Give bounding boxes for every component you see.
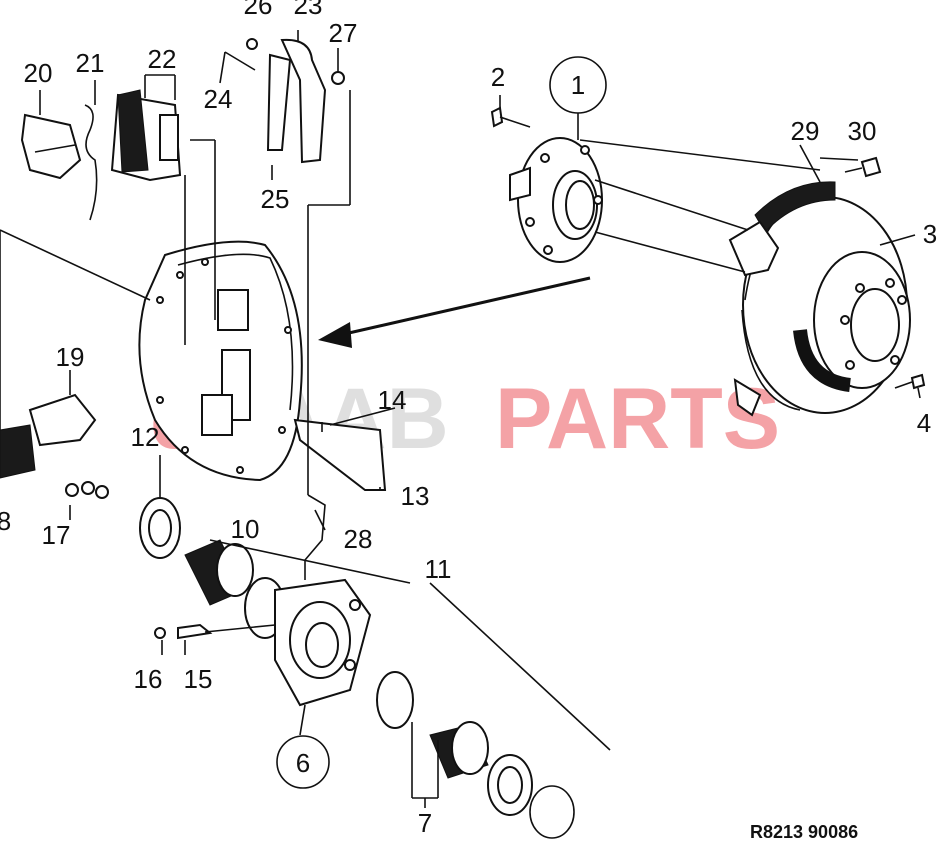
callout-label: 26	[244, 0, 273, 20]
callout-label: 8	[0, 506, 11, 536]
callout-label: 16	[134, 664, 163, 694]
watermark-suffix: PARTS	[495, 371, 780, 467]
sensor-part	[154, 623, 213, 640]
callout-label: 13	[401, 481, 430, 511]
callout-label: 30	[848, 116, 877, 146]
caliper-bolt-part	[844, 156, 882, 178]
inner-bearing-part	[429, 721, 489, 779]
wheel-hub-part	[509, 137, 603, 263]
assembly-line	[594, 179, 749, 231]
callout-label: 7	[418, 808, 432, 838]
circlip-part	[529, 785, 575, 839]
callout-label: 14	[378, 385, 407, 415]
bearing-ring-part	[139, 497, 181, 559]
brake-pads-part	[110, 89, 182, 182]
reference-code: R8213 90086	[750, 822, 858, 842]
callout-label: 10	[231, 514, 260, 544]
hub-carrier-part	[274, 578, 372, 707]
callout-label: 28	[344, 524, 373, 554]
callout-label: 3	[923, 219, 937, 249]
brake-pipe-part	[304, 494, 326, 580]
callout-label: 22	[148, 44, 177, 74]
callout-label: 27	[329, 18, 358, 48]
shoe-bracket-part	[224, 38, 345, 164]
wheel-bolt-part	[490, 106, 531, 128]
callout-label: 25	[261, 184, 290, 214]
callout-label: 20	[24, 58, 53, 88]
washers-part	[65, 481, 109, 499]
brake-disc-part	[728, 181, 911, 417]
callout-label: 23	[294, 0, 323, 20]
callout-label: 2	[491, 62, 505, 92]
callout-label: 19	[56, 342, 85, 372]
callout-label: 1	[571, 70, 585, 100]
callout-label: 29	[791, 116, 820, 146]
callout-label: 17	[42, 520, 71, 550]
direction-arrow	[318, 276, 591, 348]
callout-labels: 1 2 3 4 6 7 8 10 11 12 13 14 15 16 17 19…	[0, 0, 937, 838]
bearing-part	[184, 539, 254, 606]
callout-label: 21	[76, 48, 105, 78]
callout-label: 15	[184, 664, 213, 694]
mounting-bracket-part	[0, 393, 97, 479]
assembly-line	[579, 139, 821, 171]
inner-ring-part	[376, 671, 414, 729]
brake-pad-clip-part	[20, 104, 98, 221]
callout-circle-1	[549, 56, 607, 114]
callout-label: 6	[296, 748, 310, 778]
backing-plate-part	[138, 240, 387, 491]
callout-label: 11	[425, 554, 452, 584]
callout-label: 24	[204, 84, 233, 114]
disc-screw-part	[894, 373, 926, 390]
assembly-line	[594, 231, 746, 273]
callout-circle-6	[276, 735, 330, 789]
leader-lines	[0, 30, 921, 808]
callout-label: 4	[917, 408, 931, 438]
callout-label: 12	[131, 422, 160, 452]
outer-seal-part	[487, 754, 533, 816]
